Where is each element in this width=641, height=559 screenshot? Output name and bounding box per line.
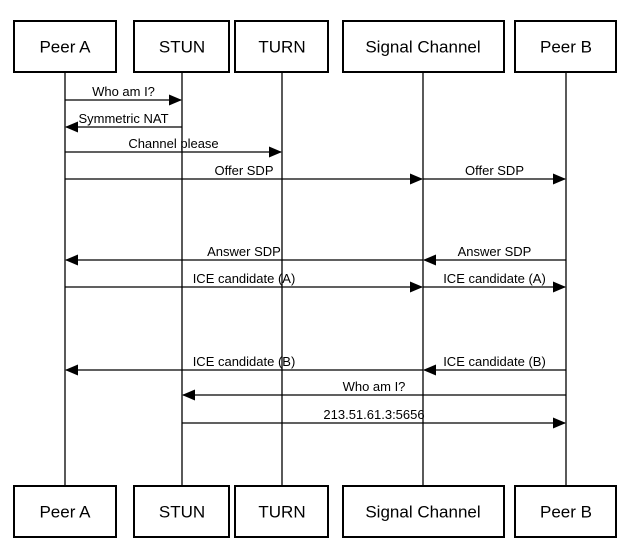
message-arrowhead bbox=[182, 389, 195, 401]
participant-label-top-turn: TURN bbox=[258, 38, 305, 57]
message-label: Answer SDP bbox=[458, 244, 532, 259]
message-arrowhead bbox=[169, 94, 182, 106]
message-arrowhead bbox=[410, 281, 423, 293]
participant-top-signal-channel: Signal Channel bbox=[342, 20, 505, 73]
message-signal-channel-to-peer-a: ICE candidate (B) bbox=[65, 354, 423, 376]
message-peer-a-to-turn: Channel please bbox=[65, 136, 282, 158]
participant-label-top-peer-b: Peer B bbox=[540, 38, 592, 57]
participant-label-bottom-turn: TURN bbox=[258, 503, 305, 522]
participant-bottom-peer-b: Peer B bbox=[514, 485, 617, 538]
message-label: ICE candidate (B) bbox=[193, 354, 296, 369]
message-peer-a-to-signal-channel: ICE candidate (A) bbox=[65, 271, 423, 293]
participant-box-bottom-stun bbox=[133, 485, 230, 538]
participant-bottom-turn: TURN bbox=[234, 485, 329, 538]
message-stun-to-peer-a: Symmetric NAT bbox=[65, 111, 182, 133]
participant-top-stun: STUN bbox=[133, 20, 230, 73]
message-label: Channel please bbox=[128, 136, 218, 151]
message-arrowhead bbox=[553, 417, 566, 429]
participant-label-bottom-signal-channel: Signal Channel bbox=[365, 503, 480, 522]
message-peer-b-to-stun: Who am I? bbox=[182, 379, 566, 401]
message-label: Offer SDP bbox=[214, 163, 273, 178]
message-arrowhead bbox=[269, 146, 282, 158]
message-label: ICE candidate (B) bbox=[443, 354, 546, 369]
message-label: Symmetric NAT bbox=[78, 111, 168, 126]
message-arrowhead bbox=[65, 364, 78, 376]
participant-box-top-turn bbox=[234, 20, 329, 73]
participant-label-top-signal-channel: Signal Channel bbox=[365, 38, 480, 57]
message-signal-channel-to-peer-b: Offer SDP bbox=[423, 163, 566, 185]
participant-box-top-peer-b bbox=[514, 20, 617, 73]
message-label: ICE candidate (A) bbox=[193, 271, 296, 286]
message-peer-b-to-signal-channel: ICE candidate (B) bbox=[423, 354, 566, 376]
message-arrowhead bbox=[423, 254, 436, 266]
participant-box-bottom-peer-a bbox=[13, 485, 117, 538]
message-arrowhead bbox=[553, 281, 566, 293]
message-label: Answer SDP bbox=[207, 244, 281, 259]
message-signal-channel-to-peer-a: Answer SDP bbox=[65, 244, 423, 266]
message-stun-to-peer-b: 213.51.61.3:5656 bbox=[182, 407, 566, 429]
message-label: ICE candidate (A) bbox=[443, 271, 546, 286]
participant-label-bottom-stun: STUN bbox=[159, 503, 205, 522]
participant-label-bottom-peer-a: Peer A bbox=[39, 503, 91, 522]
message-arrowhead bbox=[423, 364, 436, 376]
participant-top-peer-b: Peer B bbox=[514, 20, 617, 73]
message-label: 213.51.61.3:5656 bbox=[323, 407, 424, 422]
participant-top-peer-a: Peer A bbox=[13, 20, 117, 73]
message-label: Offer SDP bbox=[465, 163, 524, 178]
message-arrowhead bbox=[65, 121, 78, 133]
message-label: Who am I? bbox=[92, 84, 155, 99]
participant-box-top-signal-channel bbox=[342, 20, 505, 73]
message-peer-b-to-signal-channel: Answer SDP bbox=[423, 244, 566, 266]
participant-label-bottom-peer-b: Peer B bbox=[540, 503, 592, 522]
participant-label-top-stun: STUN bbox=[159, 38, 205, 57]
participant-top-turn: TURN bbox=[234, 20, 329, 73]
message-signal-channel-to-peer-b: ICE candidate (A) bbox=[423, 271, 566, 293]
participant-box-top-peer-a bbox=[13, 20, 117, 73]
message-arrowhead bbox=[553, 173, 566, 185]
message-peer-a-to-stun: Who am I? bbox=[65, 84, 182, 106]
participant-box-top-stun bbox=[133, 20, 230, 73]
participant-box-bottom-signal-channel bbox=[342, 485, 505, 538]
participant-label-top-peer-a: Peer A bbox=[39, 38, 91, 57]
message-arrowhead bbox=[65, 254, 78, 266]
participant-bottom-stun: STUN bbox=[133, 485, 230, 538]
participant-bottom-signal-channel: Signal Channel bbox=[342, 485, 505, 538]
message-arrowhead bbox=[410, 173, 423, 185]
participant-box-bottom-turn bbox=[234, 485, 329, 538]
participant-bottom-peer-a: Peer A bbox=[13, 485, 117, 538]
message-peer-a-to-signal-channel: Offer SDP bbox=[65, 163, 423, 185]
message-label: Who am I? bbox=[343, 379, 406, 394]
participant-box-bottom-peer-b bbox=[514, 485, 617, 538]
